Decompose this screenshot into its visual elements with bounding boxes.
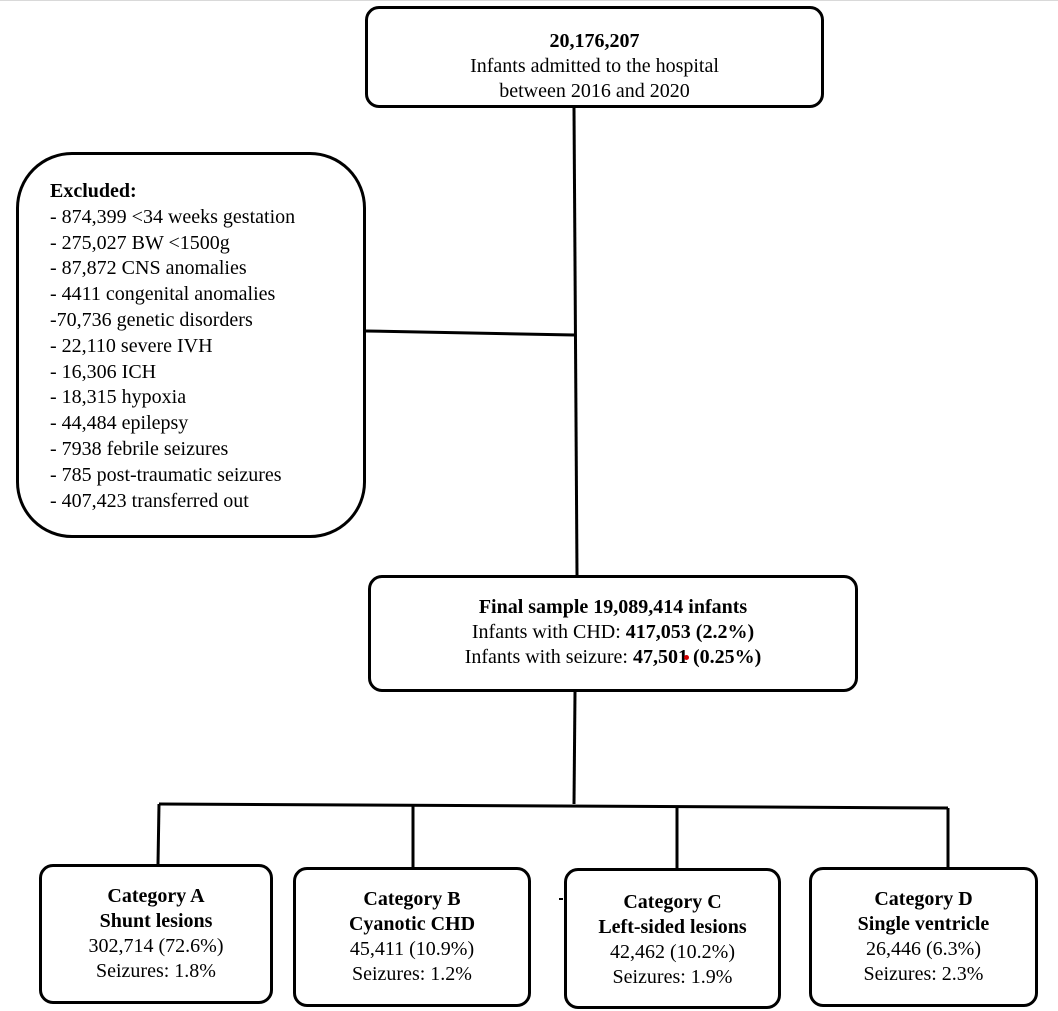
- chd-label: Infants with CHD:: [471, 621, 626, 643]
- connector-top-to-final: [572, 107, 579, 576]
- excluded-item: - 16,306 ICH: [50, 360, 157, 383]
- excluded-item: - 785 post-traumatic seizures: [50, 463, 282, 486]
- total-admissions-count: 20,176,207: [549, 30, 640, 52]
- category-seizures: Seizures: 1.2%: [352, 963, 472, 985]
- excluded-box: Excluded: - 874,399 <34 weeks gestation …: [16, 152, 366, 538]
- connector-horizontal-split: [158, 802, 949, 810]
- category-name: Category B: [363, 888, 461, 910]
- excluded-title: Excluded:: [50, 180, 137, 202]
- category-name: Category D: [874, 888, 973, 910]
- excluded-item: - 44,484 epilepsy: [50, 412, 189, 435]
- category-seizures: Seizures: 1.9%: [612, 966, 733, 988]
- excluded-item: - 18,315 hypoxia: [50, 386, 187, 409]
- category-type: Shunt lesions: [99, 910, 213, 932]
- excluded-item: - 22,110 severe IVH: [50, 334, 213, 357]
- excluded-item: - 407,423 transferred out: [50, 489, 249, 512]
- category-b-box: Category B Cyanotic CHD 45,411 (10.9%) S…: [293, 867, 531, 1007]
- seizure-label: Infants with seizure:: [464, 646, 633, 668]
- total-admissions-box: 20,176,207 Infants admitted to the hospi…: [365, 6, 824, 108]
- excluded-item: - 275,027 BW <1500g: [50, 231, 230, 254]
- final-sample-title: Final sample 19,089,414 infants: [478, 596, 748, 618]
- total-admissions-line1: Infants admitted to the hospital: [470, 55, 719, 77]
- category-a-box: Category A Shunt lesions 302,714 (72.6%)…: [39, 864, 273, 1004]
- excluded-item: -70,736 genetic disorders: [50, 308, 253, 331]
- category-d-box: Category D Single ventricle 26,446 (6.3%…: [809, 867, 1038, 1007]
- excluded-item: - 4411 congenital anomalies: [50, 283, 276, 306]
- seizure-value: 47,501 (0.25%): [632, 646, 762, 668]
- category-name: Category A: [107, 885, 205, 907]
- category-c-box: Category C Left-sided lesions 42,462 (10…: [564, 868, 781, 1009]
- category-type: Single ventricle: [857, 913, 990, 935]
- category-type: Left-sided lesions: [598, 916, 747, 938]
- category-seizures: Seizures: 2.3%: [863, 963, 984, 985]
- category-count: 42,462 (10.2%): [610, 941, 735, 963]
- category-count: 45,411 (10.9%): [349, 938, 475, 960]
- excluded-item: - 87,872 CNS anomalies: [50, 257, 247, 280]
- category-seizures: Seizures: 1.8%: [96, 960, 216, 982]
- category-count: 26,446 (6.3%): [866, 938, 981, 960]
- red-dot-mark: [684, 655, 689, 660]
- chd-value: 417,053 (2.2%): [625, 621, 755, 643]
- excluded-item: - 7938 febrile seizures: [50, 437, 229, 460]
- top-border-line: [0, 0, 1058, 1]
- excluded-item: - 874,399 <34 weeks gestation: [50, 205, 296, 228]
- category-count: 302,714 (72.6%): [88, 935, 224, 957]
- connector-excluded-branch: [365, 329, 575, 337]
- final-sample-box: Final sample 19,089,414 infants Infants …: [368, 575, 858, 692]
- total-admissions-line2: between 2016 and 2020: [499, 80, 690, 102]
- connector-to-cat-a: [156, 803, 161, 865]
- category-name: Category C: [623, 891, 722, 913]
- category-type: Cyanotic CHD: [348, 913, 476, 935]
- connector-final-to-split: [572, 691, 577, 805]
